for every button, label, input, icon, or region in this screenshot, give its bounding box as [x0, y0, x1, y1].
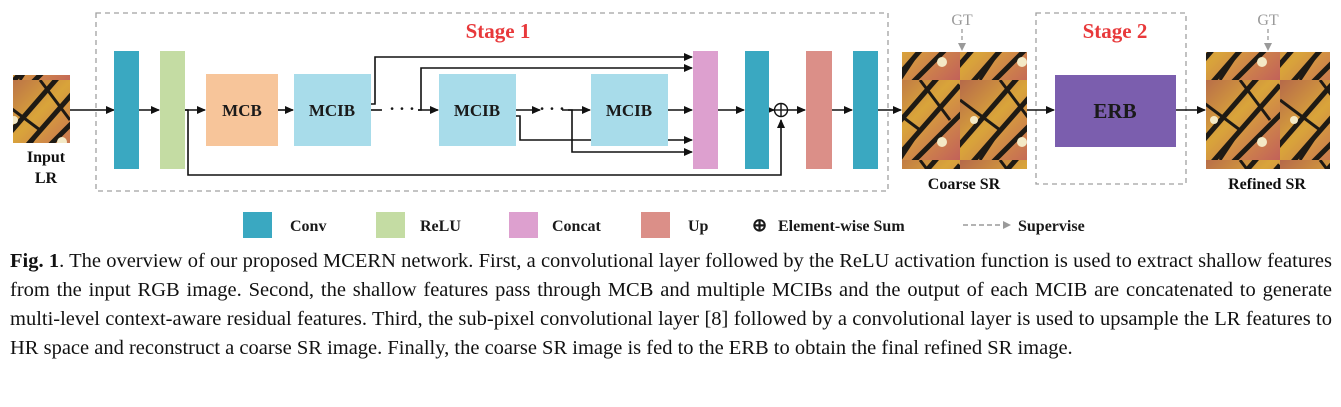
element-wise-sum-node	[773, 102, 789, 118]
figure-caption: Fig. 1. The overview of our proposed MCE…	[10, 247, 1332, 363]
relu-block	[160, 51, 185, 169]
legend-supervise-label: Supervise	[1018, 218, 1085, 235]
refined-sr-label: Refined SR	[1228, 176, 1306, 193]
concat-block	[693, 51, 718, 169]
ellipsis-1: · · ·	[389, 99, 415, 118]
erb-block	[1055, 75, 1176, 147]
conv-block-2	[745, 51, 769, 169]
mcib-block-1	[294, 74, 371, 146]
legend-concat-swatch	[509, 212, 538, 238]
gt-label-2: GT	[1257, 12, 1279, 29]
mcib-block-2	[439, 74, 516, 146]
mcib-label-2: MCIB	[454, 101, 500, 120]
conv-block-3	[853, 51, 878, 169]
legend-relu-label: ReLU	[420, 218, 461, 235]
mcib-label-3: MCIB	[606, 101, 652, 120]
legend-sum-label: Element-wise Sum	[778, 218, 905, 235]
legend: Conv ReLU Concat Up ⊕ Element-wise Sum S…	[243, 212, 1085, 238]
stage2-label: Stage 2	[1083, 19, 1148, 43]
legend-conv-swatch	[243, 212, 272, 238]
mcb-label: MCB	[222, 101, 262, 120]
legend-conv-label: Conv	[290, 218, 326, 235]
input-label-line2: LR	[35, 170, 58, 187]
gt-label-1: GT	[951, 12, 973, 29]
legend-sum-symbol: ⊕	[752, 215, 767, 235]
legend-up-swatch	[641, 212, 670, 238]
mcern-network-diagram: Stage 1 Stage 2 Input LR MCB MCIB ·	[13, 12, 1330, 238]
legend-relu-swatch	[376, 212, 405, 238]
stage2-box	[1035, 12, 1187, 185]
legend-up-label: Up	[688, 218, 709, 235]
erb-label: ERB	[1093, 99, 1136, 123]
mcib-block-3	[591, 74, 668, 146]
coarse-sr-image	[902, 52, 1027, 169]
input-label-line1: Input	[27, 149, 66, 166]
up-block	[806, 51, 832, 169]
figure-caption-text: . The overview of our proposed MCERN net…	[10, 250, 1333, 359]
stage1-box	[95, 12, 889, 192]
refined-sr-image	[1206, 52, 1330, 169]
input-lr-image	[13, 75, 70, 143]
legend-concat-label: Concat	[552, 218, 602, 235]
ellipsis-2: · · ·	[539, 99, 565, 118]
mcb-block	[206, 74, 278, 146]
figure-caption-label: Fig. 1	[10, 250, 60, 272]
stage1-label: Stage 1	[466, 19, 531, 43]
mcib-label-1: MCIB	[309, 101, 355, 120]
coarse-sr-label: Coarse SR	[928, 176, 1001, 193]
conv-block-1	[114, 51, 139, 169]
